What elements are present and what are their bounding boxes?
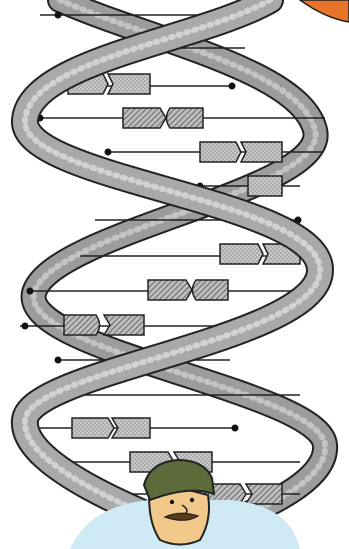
- base-block: [108, 74, 150, 94]
- base-pair-blocks: [64, 74, 300, 504]
- base-block: [123, 108, 166, 128]
- scientist-eye: [190, 498, 194, 502]
- scientist-eye: [170, 500, 174, 504]
- base-block: [104, 315, 144, 335]
- base-block: [220, 244, 263, 264]
- base-block: [112, 418, 150, 438]
- base-block: [64, 315, 100, 335]
- base-block: [248, 176, 282, 196]
- orange-corner-tab: [300, 0, 349, 22]
- base-block: [241, 142, 282, 162]
- base-block: [193, 280, 229, 300]
- base-block: [246, 484, 282, 504]
- base-block: [200, 142, 241, 162]
- base-block: [72, 418, 114, 438]
- base-block: [167, 108, 204, 128]
- base-block: [148, 280, 192, 300]
